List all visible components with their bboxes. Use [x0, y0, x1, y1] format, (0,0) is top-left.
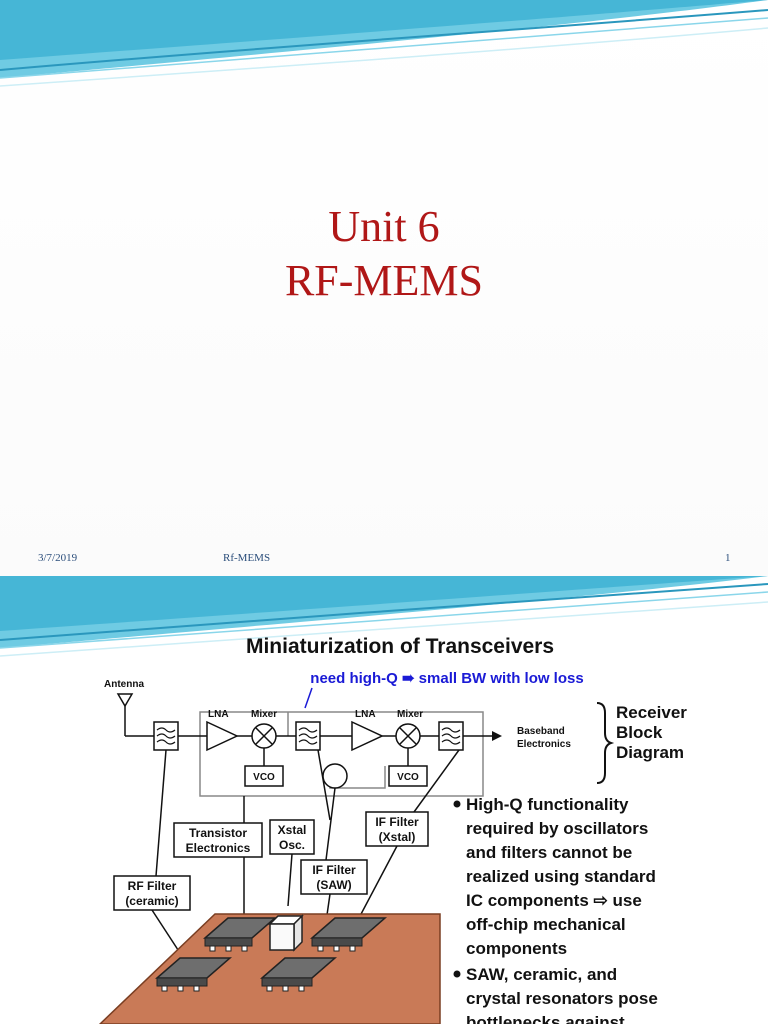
- high-q-note: need high-Q ➠ small BW with low loss: [310, 670, 583, 687]
- bullet1-line3: and filters cannot be: [466, 843, 632, 862]
- if-filter-xstal-callout-box: [365, 811, 429, 847]
- bullet2-line1: SAW, ceramic, and: [466, 965, 617, 984]
- content-slide: Miniaturization of Transceivers need hig…: [0, 576, 768, 1024]
- xstal-cube-icon: [268, 914, 304, 952]
- bullet2-line2: crystal resonators pose: [466, 989, 658, 1008]
- mixer2-label: Mixer: [397, 709, 423, 720]
- xstal-oscillator-icon: [322, 763, 348, 789]
- bullet1-line2: required by oscillators: [466, 819, 648, 838]
- receiver-brace-icon: [596, 702, 615, 784]
- iffilter-xstal-line1: IF Filter: [375, 815, 419, 829]
- bullet1-line6: off-chip mechanical: [466, 915, 626, 934]
- bullet1-line5: IC components ⇨ use: [466, 891, 642, 910]
- xstal-callout-box: [269, 819, 315, 855]
- transistor-line2: Electronics: [186, 841, 251, 855]
- xstal-line2: Osc.: [279, 838, 305, 852]
- bullet2-line3: bottlenecks against: [466, 1013, 625, 1024]
- rffilter-line1: RF Filter: [128, 879, 177, 893]
- lna1-label: LNA: [208, 709, 229, 720]
- iffilter-xstal-line2: (Xstal): [379, 830, 416, 844]
- vco1-label: VCO: [253, 772, 275, 783]
- mixer1-icon: [251, 723, 277, 749]
- slide-title-line1: Unit 6: [328, 202, 440, 251]
- receiver-line1: Receiver: [616, 703, 687, 722]
- chip-if-filter-saw-icon: [259, 957, 338, 992]
- receiver-line3: Diagram: [616, 743, 684, 762]
- vco2-box: [388, 765, 428, 787]
- bullet-1-marker: [453, 800, 461, 808]
- bullet1-line4: realized using standard: [466, 867, 656, 886]
- header-wave-decoration-2: [0, 576, 768, 657]
- bullet-2: SAW, ceramic, and crystal resonators pos…: [453, 965, 658, 1024]
- callout-connectors: [151, 749, 460, 957]
- footer-date: 3/7/2019: [38, 552, 78, 564]
- slide-title-line2: RF-MEMS: [284, 256, 484, 305]
- figure-title: Miniaturization of Transceivers: [246, 635, 554, 658]
- if-filter-saw-callout-box: [300, 859, 368, 895]
- note-pointer-line: [304, 687, 313, 709]
- if-filter-1-icon: [295, 721, 321, 751]
- header-wave-decoration: [0, 0, 768, 87]
- iffilter-saw-line1: IF Filter: [312, 863, 356, 877]
- rf-filter-callout-box: [113, 875, 191, 911]
- iffilter-saw-line2: (SAW): [316, 878, 351, 892]
- title-slide: Unit 6 RF-MEMS 3/7/2019 Rf-MEMS 1: [0, 0, 768, 576]
- lna2-amplifier-icon: [351, 720, 384, 752]
- footer-page-number: 1: [725, 552, 731, 564]
- lna2-label: LNA: [355, 709, 376, 720]
- baseband-line2: Electronics: [517, 739, 571, 750]
- if-filter-2-icon: [438, 721, 464, 751]
- receiver-line2: Block: [616, 723, 663, 742]
- bullet1-line1: High-Q functionality: [466, 795, 629, 814]
- mixer2-icon: [395, 723, 421, 749]
- antenna-icon: [116, 693, 154, 737]
- transceiver-figure: Miniaturization of Transceivers need hig…: [98, 635, 687, 1024]
- transistor-callout-box: [173, 822, 263, 858]
- mixer1-label: Mixer: [251, 709, 277, 720]
- signal-arrow-icon: [492, 731, 502, 741]
- receiver-enclosure: [199, 711, 484, 797]
- vco1-box: [244, 765, 284, 787]
- rffilter-line2: (ceramic): [125, 894, 178, 908]
- rf-filter-icon: [153, 721, 179, 751]
- lna1-amplifier-icon: [206, 720, 239, 752]
- vco2-label: VCO: [397, 772, 419, 783]
- xstal-line1: Xstal: [278, 823, 307, 837]
- antenna-label: Antenna: [104, 679, 144, 690]
- footer-title: Rf-MEMS: [223, 552, 271, 564]
- chip-if-filter-xstal-icon: [309, 917, 388, 952]
- baseband-line1: Baseband: [517, 726, 565, 737]
- transistor-line1: Transistor: [189, 826, 247, 840]
- bullet-1: High-Q functionality required by oscilla…: [453, 795, 656, 958]
- chip-transistor-icon: [202, 917, 278, 952]
- bullet-2-marker: [453, 970, 461, 978]
- chip-rf-filter-icon: [154, 957, 233, 992]
- bullet1-line7: components: [466, 939, 567, 958]
